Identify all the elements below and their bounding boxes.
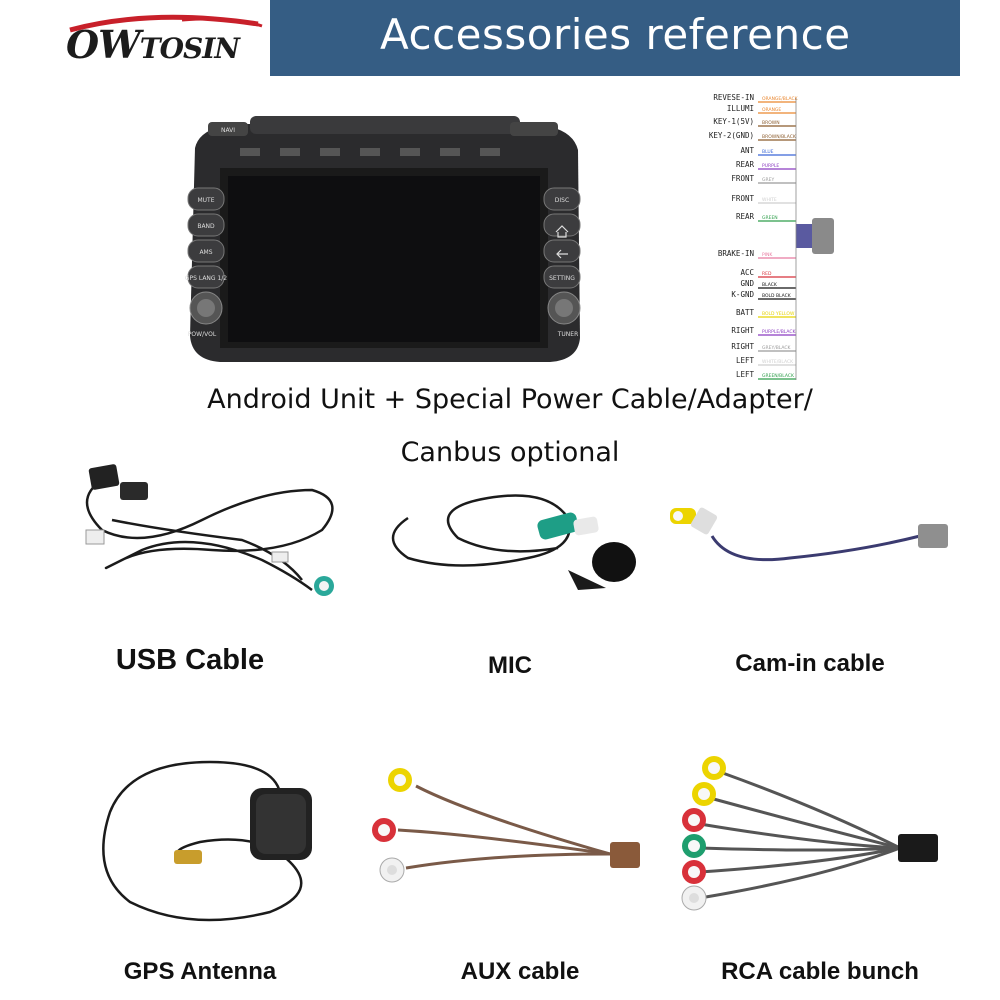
- wire-color-label: BOLD YELLOW: [762, 311, 795, 317]
- gps-lang-label: GPS LANG 1/2: [185, 275, 227, 282]
- logo-background: [56, 0, 270, 76]
- mic-label: MIC: [488, 652, 532, 679]
- wire-color-label: BLACK: [762, 282, 778, 288]
- disc-label: DISC: [555, 197, 569, 204]
- wire-color-label: BROWN: [762, 120, 780, 126]
- unit-caption-line2: Canbus optional: [400, 437, 620, 468]
- brand-logo: [69, 14, 263, 33]
- wire-label: LEFT: [736, 356, 755, 365]
- back-icon: [556, 249, 568, 259]
- wire-label: BATT: [736, 308, 755, 317]
- wire-color-label: PURPLE/BLACK: [762, 329, 797, 335]
- wire-label: GND: [740, 279, 754, 288]
- wire-color-label: ORANGE: [762, 107, 781, 113]
- wire-label: ACC: [740, 268, 754, 277]
- pow-vol-label: POW/VOL: [188, 331, 217, 338]
- rca-cable-bunch-label: RCA cable bunch: [721, 958, 919, 985]
- wire-color-label: GREY: [762, 177, 774, 183]
- wire-color-label: BOLD BLACK: [762, 293, 792, 299]
- usb-cable-label: USB Cable: [115, 644, 265, 676]
- wire-label: LEFT: [736, 370, 755, 379]
- wire-color-label: GREEN/BLACK: [762, 373, 795, 379]
- unit-caption-line1: Android Unit + Special Power Cable/Adapt…: [207, 384, 813, 415]
- aux-cable-label: AUX cable: [460, 958, 580, 985]
- right-buttons: [543, 187, 581, 289]
- usb-cable-image: [85, 464, 334, 596]
- wire-label: REAR: [736, 160, 755, 169]
- band-label: BAND: [197, 223, 215, 230]
- wire-color-label: WHITE/BLACK: [762, 359, 794, 365]
- ams-label: AMS: [199, 249, 212, 256]
- logo-text: OWTOSIN: [66, 22, 240, 67]
- wire-color-label: WHITE: [762, 197, 777, 203]
- home-icon: [555, 225, 569, 238]
- wire-color-label: BROWN/BLACK: [762, 134, 797, 140]
- wire-label: REAR: [736, 212, 755, 221]
- wire-label: BRAKE-IN: [718, 249, 754, 258]
- wire-label: KEY-2(GND): [709, 131, 754, 140]
- wire-label: ILLUMI: [727, 104, 754, 113]
- wire-color-label: GREEN: [762, 215, 778, 221]
- wire-color-label: PURPLE: [762, 163, 779, 169]
- wire-label: ANT: [740, 146, 754, 155]
- wire-label: KEY-1(5V): [713, 117, 754, 126]
- wire-label: FRONT: [731, 194, 754, 203]
- android-unit-image: MUTE BAND AMS GPS LANG 1/2 DISC SETTING …: [185, 116, 581, 362]
- gps-antenna-image: [102, 760, 312, 922]
- wiring-harness-diagram: REVESE-IN ORANGE/BLACK ILLUMI ORANGE KEY-1(5…: [709, 93, 834, 380]
- wire-label: RIGHT: [731, 342, 754, 351]
- cam-in-cable-label: Cam-in cable: [735, 650, 885, 677]
- wire-label: K-GND: [731, 290, 754, 299]
- page-title: Accessories reference: [380, 10, 851, 59]
- tuner-label: TUNER: [557, 331, 579, 338]
- wire-label: REVESE-IN: [713, 93, 754, 102]
- harness-connector: [812, 218, 834, 254]
- wire-label: FRONT: [731, 174, 754, 183]
- navi-label: NAVI: [221, 127, 235, 134]
- gps-antenna-label: GPS Antenna: [123, 958, 277, 985]
- wire-color-label: ORANGE/BLACK: [762, 96, 799, 102]
- mic-image: [391, 494, 636, 590]
- wire-label: RIGHT: [731, 326, 754, 335]
- mute-label: MUTE: [197, 197, 214, 204]
- cam-in-cable-image: [670, 507, 948, 562]
- wire-color-label: PINK: [762, 252, 773, 258]
- aux-cable-image: [372, 768, 640, 883]
- wire-color-label: GREY/BLACK: [762, 345, 792, 351]
- rca-cable-bunch-image: [681, 756, 938, 911]
- wire-color-label: RED: [762, 271, 772, 277]
- wire-bundle: [796, 224, 812, 248]
- wire-color-label: BLUE: [762, 149, 774, 155]
- left-buttons: [187, 187, 225, 289]
- setting-label: SETTING: [549, 275, 575, 282]
